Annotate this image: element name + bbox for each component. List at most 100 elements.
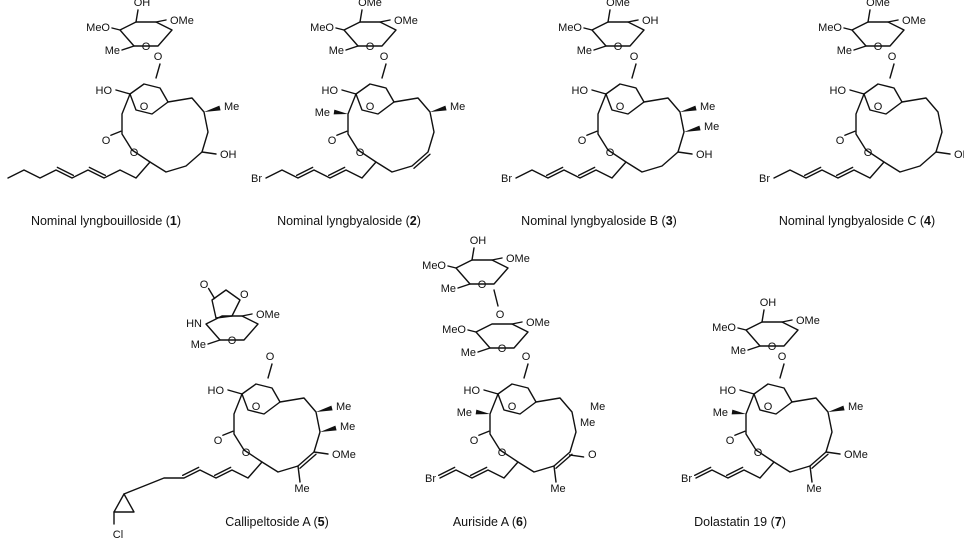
side-chain	[123, 461, 263, 495]
glycoside-oxygen-label: O	[778, 351, 787, 363]
methoxy-label: OMe	[866, 0, 890, 9]
carbamate-ring-oxygen-label: O	[240, 289, 249, 301]
ester-oxygen-label: O	[130, 147, 139, 159]
methyl-label: Me	[590, 401, 605, 413]
macrocycle-backbone	[489, 393, 577, 473]
bond-path	[677, 151, 693, 155]
methoxy-label: OMe	[796, 315, 820, 327]
bond-path	[477, 347, 491, 353]
halogen-label: Br	[425, 473, 436, 485]
ester-oxygen-label: O	[864, 147, 873, 159]
methyl-wedge	[680, 105, 697, 112]
glycoside-oxygen-label: O	[630, 51, 639, 63]
side-chain	[515, 161, 627, 179]
glycoside-bond	[267, 363, 273, 379]
carbonyl-oxygen-label: O	[726, 435, 735, 447]
glycoside-oxygen-label: O	[380, 51, 389, 63]
methoxy-label: MeO	[422, 260, 446, 272]
pyran-ring	[863, 83, 903, 115]
side-chain-double-bond	[577, 166, 596, 177]
methyl-label: Me	[450, 101, 465, 113]
ring-alkene	[555, 453, 573, 469]
glycoside-oxygen-label: O	[888, 51, 897, 63]
pyran-ring	[355, 83, 395, 115]
ester-oxygen-label: O	[498, 447, 507, 459]
bond-path	[627, 19, 639, 23]
pyran-oxygen-label: O	[616, 101, 625, 113]
pyran-oxygen-label: O	[252, 401, 261, 413]
halogen-label: Cl	[113, 529, 123, 541]
pyran-oxygen-label: O	[874, 101, 883, 113]
methyl-wedge	[684, 125, 701, 132]
carbonyl-double-bond	[586, 130, 598, 136]
methyl-label: Me	[329, 45, 344, 57]
pyran-oxygen-label: O	[508, 401, 517, 413]
bond-path	[447, 265, 457, 269]
glycoside-bond	[889, 63, 895, 79]
side-chain-double-bond	[56, 166, 75, 177]
caption-compound-5: Callipeltoside A (5)	[225, 515, 329, 529]
methyl-wedge	[316, 405, 333, 412]
methyl-wedge	[333, 109, 348, 115]
methyl-label: Me	[461, 347, 476, 359]
methyl-label: Me	[837, 45, 852, 57]
methoxy-label: OMe	[358, 0, 382, 9]
methyl-label: Me	[806, 483, 821, 495]
methoxy-label: OMe	[332, 449, 356, 461]
methyl-label: Me	[848, 401, 863, 413]
bond-path	[345, 45, 359, 51]
methoxy-label: MeO	[818, 22, 842, 34]
methyl-label: Me	[224, 101, 239, 113]
methyl-label: Me	[577, 45, 592, 57]
ring-oxygen-label: O	[874, 41, 883, 53]
pyran-oxygen-label: O	[140, 101, 149, 113]
methyl-label: Me	[700, 101, 715, 113]
ring-oxygen-label: O	[498, 343, 507, 355]
glycoside-oxygen-label: O	[266, 351, 275, 363]
carbonyl-oxygen-label: O	[836, 135, 845, 147]
glycoside-oxygen-label: O	[522, 351, 531, 363]
ring-oxygen-label: O	[478, 279, 487, 291]
bond-path	[121, 45, 135, 51]
halogen-label: Br	[759, 173, 770, 185]
carbonyl-double-bond	[844, 130, 856, 136]
carbonyl-oxygen-label: O	[328, 135, 337, 147]
methyl-label: Me	[457, 407, 472, 419]
side-chain	[265, 161, 377, 179]
side-chain-double-bond	[725, 466, 744, 477]
bond-path	[483, 389, 499, 395]
ring-oxygen-label: O	[768, 341, 777, 353]
glycoside-bond	[381, 63, 387, 79]
side-chain-double-bond	[835, 166, 854, 177]
side-chain-double-bond	[693, 466, 712, 477]
caption-compound-3: Nominal lyngbyaloside B (3)	[521, 214, 677, 228]
macrocycle-backbone	[233, 393, 321, 473]
ring-oxygen-label: O	[142, 41, 151, 53]
bond-path	[313, 451, 329, 455]
hydroxyl-label: HO	[96, 85, 113, 97]
glycoside-bond	[155, 63, 161, 79]
methyl-label: Me	[731, 345, 746, 357]
bond-path	[935, 151, 951, 155]
pyran-ring	[497, 383, 537, 415]
hydroxyl-label: OH	[760, 297, 777, 309]
hydroxyl-label: HO	[208, 385, 225, 397]
carbonyl-double-bond	[478, 430, 490, 436]
ring-oxygen-label: O	[614, 41, 623, 53]
methyl-label: Me	[294, 483, 309, 495]
side-chain-double-bond	[295, 166, 314, 177]
methoxy-label: MeO	[86, 22, 110, 34]
bond-path	[809, 465, 813, 483]
glycoside-bond	[523, 363, 529, 379]
hydroxyl-label: OH	[696, 149, 713, 161]
methoxy-label: OMe	[902, 15, 926, 27]
ester-oxygen-label: O	[754, 447, 763, 459]
bond-path	[849, 89, 865, 95]
bond-path	[843, 27, 853, 31]
